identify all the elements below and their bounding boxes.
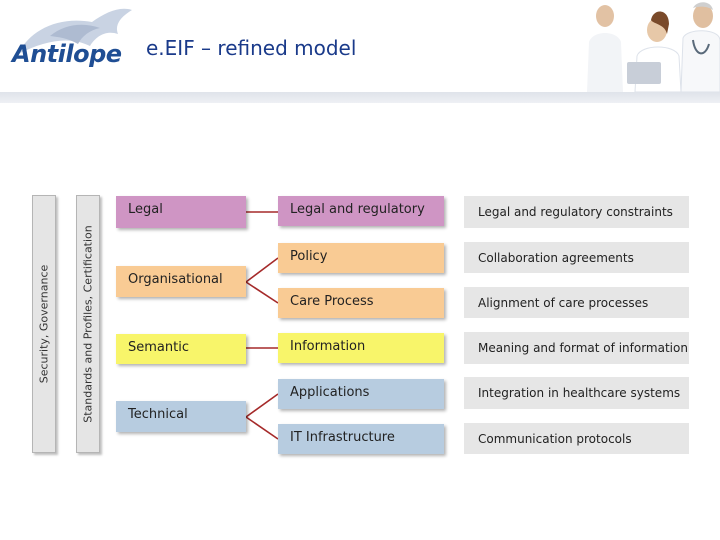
it-infrastructure-box: IT Infrastructure bbox=[278, 424, 444, 454]
header: Antilope e.EIF – refined model bbox=[0, 0, 720, 92]
care-process-label: Care Process bbox=[290, 294, 374, 309]
technical-level-box: Technical bbox=[116, 401, 246, 432]
security-governance-bar: Security, Governance bbox=[32, 195, 56, 453]
organisational-level-box: Organisational bbox=[116, 266, 246, 297]
description-label: Legal and regulatory constraints bbox=[478, 205, 673, 219]
standards-profiles-bar: Standards and Profiles, Certification bbox=[76, 195, 100, 453]
technical-level-label: Technical bbox=[128, 407, 188, 422]
information-label: Information bbox=[290, 339, 366, 354]
legal-regulatory-label: Legal and regulatory bbox=[290, 202, 425, 217]
description-label: Integration in healthcare systems bbox=[478, 386, 681, 400]
care-process-box: Care Process bbox=[278, 288, 444, 318]
antilope-logo bbox=[18, 8, 132, 54]
description-label: Collaboration agreements bbox=[478, 250, 634, 265]
description-alignment-care-processes: Alignment of care processes bbox=[464, 287, 689, 318]
security-governance-label: Security, Governance bbox=[37, 264, 51, 384]
applications-label: Applications bbox=[290, 385, 370, 400]
it-infrastructure-label: IT Infrastructure bbox=[290, 430, 395, 445]
applications-box: Applications bbox=[278, 379, 444, 409]
legal-level-box: Legal bbox=[116, 196, 246, 228]
description-label: Alignment of care processes bbox=[478, 295, 649, 310]
description-label: Communication protocols bbox=[478, 431, 632, 446]
description-communication-protocols: Communication protocols bbox=[464, 423, 689, 454]
logo-text: Antilope bbox=[12, 40, 122, 68]
policy-box: Policy bbox=[278, 243, 444, 273]
standards-profiles-label: Standards and Profiles, Certification bbox=[81, 225, 95, 423]
page-title: e.EIF – refined model bbox=[146, 36, 357, 60]
description-label: Meaning and format of information bbox=[478, 341, 688, 355]
information-box: Information bbox=[278, 333, 444, 363]
header-divider bbox=[0, 92, 720, 103]
description-integration-healthcare-systems: Integration in healthcare systems bbox=[464, 377, 689, 409]
description-meaning-format-information: Meaning and format of information bbox=[464, 332, 689, 364]
legal-level-label: Legal bbox=[128, 202, 163, 217]
doctors-photo bbox=[535, 0, 720, 92]
policy-label: Policy bbox=[290, 249, 328, 264]
semantic-level-label: Semantic bbox=[128, 340, 189, 355]
description-legal-regulatory-constraints: Legal and regulatory constraints bbox=[464, 196, 689, 228]
description-collaboration-agreements: Collaboration agreements bbox=[464, 242, 689, 273]
semantic-level-box: Semantic bbox=[116, 334, 246, 364]
legal-regulatory-box: Legal and regulatory bbox=[278, 196, 444, 226]
organisational-level-label: Organisational bbox=[128, 272, 223, 287]
